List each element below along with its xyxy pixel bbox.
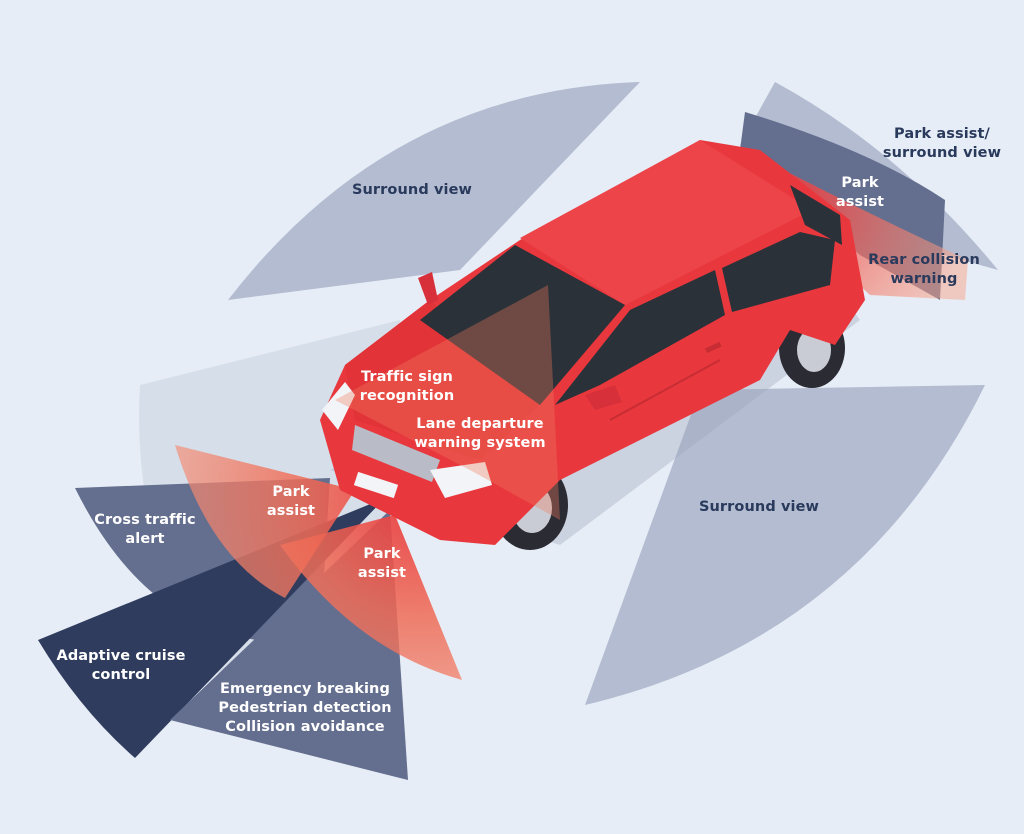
windshield [420, 245, 625, 405]
park-assist-zone-right [280, 515, 462, 680]
grille [352, 425, 440, 482]
label-surround-view-left: Surround view [351, 182, 473, 198]
side-window-front [555, 270, 725, 405]
car [320, 140, 865, 550]
park-assist-zone-left [175, 445, 355, 598]
camera-beam [335, 285, 560, 520]
rear-window [790, 185, 842, 245]
left-headlight [322, 382, 355, 430]
surround-view-zone-right [585, 385, 985, 705]
surround-view-zone-left [228, 82, 640, 300]
left-mirror [418, 272, 438, 305]
label-park-assist-surround: Park assist/surround view [882, 126, 1002, 161]
side-window-rear [722, 232, 835, 312]
car-roof [520, 140, 812, 305]
right-headlight [430, 462, 492, 498]
right-mirror [585, 385, 622, 410]
car-hood [345, 300, 540, 460]
label-surround-view-right: Surround view [698, 499, 820, 515]
